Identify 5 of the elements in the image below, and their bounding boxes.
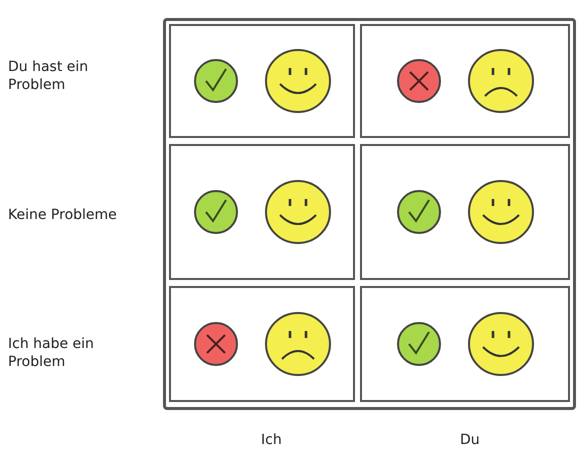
row-label: Ich habe ein Problem <box>8 335 95 371</box>
column-label: Du <box>460 431 480 450</box>
column-label: Ich <box>261 431 282 450</box>
row-label: Keine Probleme <box>8 206 118 224</box>
row-label: Du hast ein Problem <box>8 58 90 94</box>
